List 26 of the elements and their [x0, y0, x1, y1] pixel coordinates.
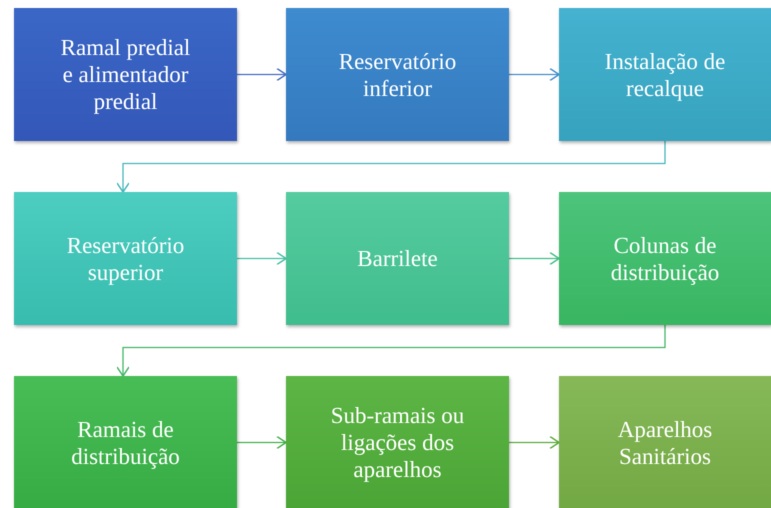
box-label: Reservatório inferior	[338, 48, 458, 102]
process-box	[559, 8, 771, 141]
process-box	[559, 192, 771, 325]
box-label: Instalação de recalque	[604, 48, 726, 102]
arrow	[237, 68, 287, 82]
process-box	[286, 192, 509, 325]
box-label: Barrilete	[357, 245, 438, 272]
arrow	[237, 252, 287, 266]
process-box	[14, 8, 237, 141]
box-label: Ramal predial e alimentador predial	[60, 34, 192, 115]
process-box	[286, 8, 509, 141]
arrow	[509, 252, 560, 266]
box-label: Sub-ramais ou ligações dos aparelhos	[330, 402, 466, 483]
process-box	[14, 192, 237, 325]
arrow	[237, 436, 287, 450]
arrow	[509, 436, 560, 450]
process-box	[14, 376, 237, 508]
process-box	[286, 376, 509, 508]
arrow	[116, 141, 666, 193]
arrow	[509, 68, 560, 82]
box-label: Colunas de distribuição	[610, 232, 720, 286]
box-label: Ramais de distribuição	[70, 416, 181, 470]
arrow	[116, 325, 666, 377]
process-box	[559, 376, 771, 508]
box-label: Aparelhos Sanitários	[616, 416, 714, 470]
box-label: Reservatório superior	[66, 232, 186, 286]
